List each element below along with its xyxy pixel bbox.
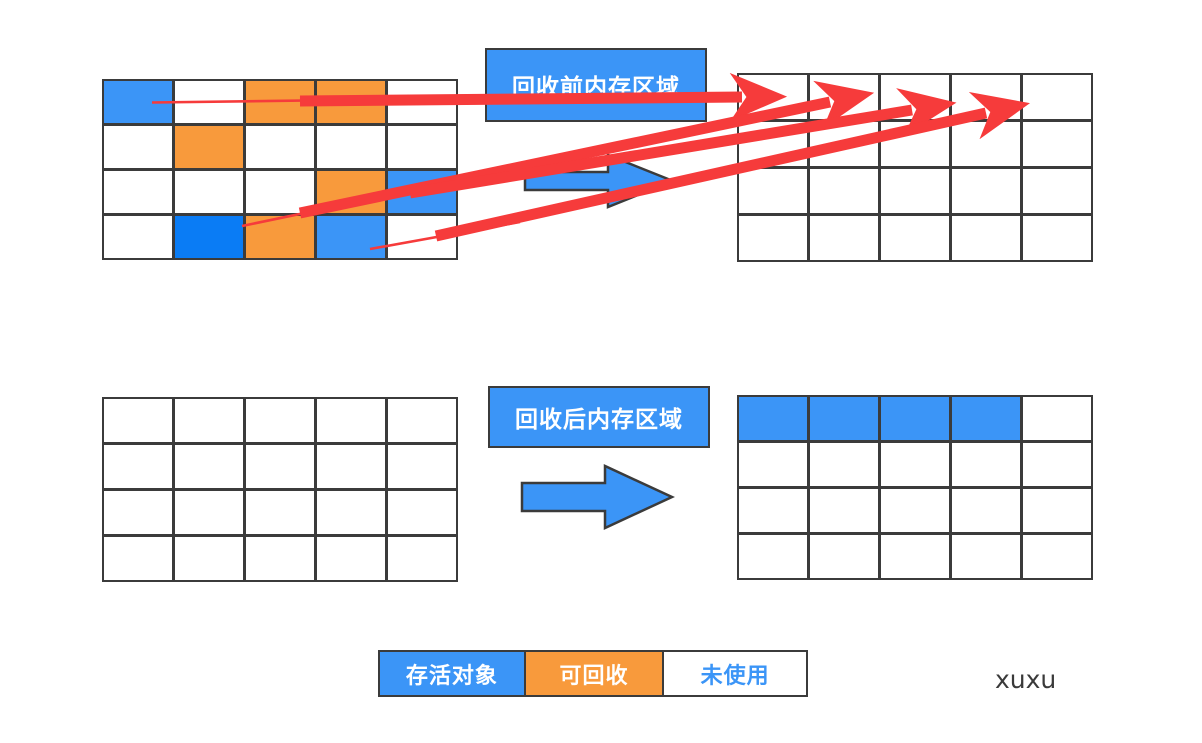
memory-cell bbox=[808, 533, 880, 580]
memory-cell bbox=[808, 73, 880, 121]
memory-cell bbox=[244, 397, 316, 444]
memory-cell bbox=[386, 79, 458, 125]
memory-cell bbox=[1021, 533, 1093, 580]
legend-label-live: 存活对象 bbox=[405, 662, 498, 688]
memory-grid-before-target bbox=[737, 73, 1093, 262]
memory-cell bbox=[879, 395, 951, 442]
memory-cell bbox=[1021, 441, 1093, 488]
label-after-text: 回收后内存区域 bbox=[515, 406, 683, 432]
memory-cell bbox=[737, 120, 809, 168]
memory-cell bbox=[950, 214, 1022, 262]
memory-cell bbox=[737, 533, 809, 580]
memory-cell bbox=[102, 443, 174, 490]
legend-label-reclaimable: 可回收 bbox=[559, 662, 629, 688]
legend-item-live: 存活对象 bbox=[380, 652, 524, 695]
legend-label-unused: 未使用 bbox=[700, 662, 770, 688]
memory-cell bbox=[879, 441, 951, 488]
memory-cell bbox=[1021, 167, 1093, 215]
memory-cell bbox=[315, 489, 387, 536]
memory-cell bbox=[950, 120, 1022, 168]
legend-item-reclaimable: 可回收 bbox=[523, 652, 663, 695]
memory-cell bbox=[386, 489, 458, 536]
memory-cell bbox=[386, 124, 458, 170]
memory-cell bbox=[102, 169, 174, 215]
memory-cell bbox=[315, 397, 387, 444]
memory-cell bbox=[879, 533, 951, 580]
memory-grid-after-target bbox=[737, 395, 1093, 580]
label-before-collection: 回收前内存区域 bbox=[485, 48, 707, 122]
memory-cell bbox=[244, 535, 316, 582]
memory-cell bbox=[737, 487, 809, 534]
memory-cell bbox=[737, 395, 809, 442]
memory-cell bbox=[879, 120, 951, 168]
memory-cell bbox=[950, 167, 1022, 215]
memory-cell bbox=[879, 167, 951, 215]
transform-arrow-bottom-icon bbox=[520, 464, 675, 530]
legend: 存活对象 可回收 未使用 bbox=[378, 650, 808, 697]
memory-cell bbox=[808, 441, 880, 488]
memory-cell bbox=[808, 214, 880, 262]
memory-cell bbox=[950, 395, 1022, 442]
memory-cell bbox=[315, 443, 387, 490]
memory-cell bbox=[244, 489, 316, 536]
memory-cell bbox=[386, 535, 458, 582]
memory-cell bbox=[386, 214, 458, 260]
memory-cell bbox=[315, 169, 387, 215]
label-after-collection: 回收后内存区域 bbox=[488, 386, 710, 448]
memory-cell bbox=[102, 214, 174, 260]
memory-cell bbox=[737, 167, 809, 215]
memory-cell bbox=[386, 169, 458, 215]
memory-cell bbox=[173, 443, 245, 490]
memory-grid-after-source bbox=[102, 397, 458, 582]
memory-cell bbox=[879, 214, 951, 262]
memory-cell bbox=[1021, 487, 1093, 534]
memory-cell bbox=[1021, 214, 1093, 262]
memory-cell bbox=[315, 124, 387, 170]
memory-cell bbox=[808, 487, 880, 534]
memory-cell bbox=[244, 124, 316, 170]
memory-cell bbox=[386, 443, 458, 490]
memory-cell bbox=[102, 124, 174, 170]
memory-cell bbox=[244, 79, 316, 125]
memory-cell bbox=[1021, 120, 1093, 168]
memory-cell bbox=[173, 79, 245, 125]
memory-cell bbox=[950, 487, 1022, 534]
memory-cell bbox=[173, 169, 245, 215]
memory-cell bbox=[1021, 395, 1093, 442]
memory-cell bbox=[1021, 73, 1093, 121]
memory-cell bbox=[950, 533, 1022, 580]
memory-cell bbox=[244, 214, 316, 260]
memory-cell bbox=[386, 397, 458, 444]
memory-cell bbox=[315, 535, 387, 582]
memory-cell bbox=[244, 443, 316, 490]
memory-grid-before-source bbox=[102, 79, 458, 260]
memory-cell bbox=[737, 73, 809, 121]
memory-cell bbox=[950, 441, 1022, 488]
memory-cell bbox=[315, 214, 387, 260]
memory-cell bbox=[173, 397, 245, 444]
memory-cell bbox=[173, 124, 245, 170]
memory-cell bbox=[879, 487, 951, 534]
memory-cell bbox=[102, 397, 174, 444]
memory-cell bbox=[102, 79, 174, 125]
memory-cell bbox=[808, 395, 880, 442]
memory-cell bbox=[173, 535, 245, 582]
memory-cell bbox=[173, 489, 245, 536]
memory-cell bbox=[737, 441, 809, 488]
memory-cell bbox=[950, 73, 1022, 121]
memory-cell bbox=[244, 169, 316, 215]
transform-arrow-top-icon bbox=[523, 153, 677, 209]
memory-cell bbox=[808, 167, 880, 215]
memory-cell bbox=[173, 214, 245, 260]
watermark: xuxu bbox=[995, 665, 1057, 694]
memory-cell bbox=[879, 73, 951, 121]
label-before-text: 回收前内存区域 bbox=[512, 74, 680, 100]
memory-cell bbox=[737, 214, 809, 262]
legend-item-unused: 未使用 bbox=[662, 652, 806, 695]
memory-cell bbox=[315, 79, 387, 125]
memory-cell bbox=[808, 120, 880, 168]
memory-cell bbox=[102, 535, 174, 582]
memory-cell bbox=[102, 489, 174, 536]
